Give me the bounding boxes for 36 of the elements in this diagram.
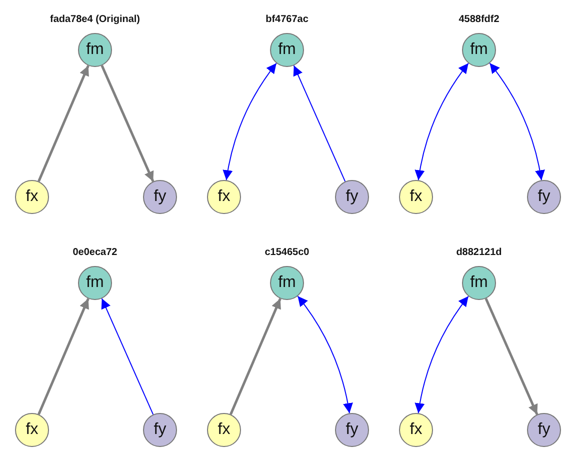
panel-title: fada78e4 (Original) [48, 14, 142, 25]
node-circle: fm [462, 33, 496, 67]
panel-title: 0e0eca72 [72, 247, 118, 258]
node-circle: fy [335, 413, 369, 447]
node-circle: fm [462, 266, 496, 300]
arrow [293, 65, 346, 182]
node-circle: fm [270, 33, 304, 67]
node-circle: fx [15, 413, 49, 447]
arrow [100, 65, 154, 182]
node-circle: fx [15, 180, 49, 214]
arrow [489, 62, 545, 181]
node-circle: fx [207, 413, 241, 447]
arrow [230, 298, 282, 415]
panel-title: bf4767ac [264, 14, 310, 25]
node-circle: fy [143, 180, 177, 214]
arrow [414, 296, 469, 414]
node-circle: fx [399, 413, 433, 447]
arrow [38, 298, 90, 415]
node-circle: fx [207, 180, 241, 214]
arrow [101, 298, 154, 415]
node-circle: fy [335, 180, 369, 214]
arrow [297, 296, 353, 414]
panel-title: 4588fdf2 [458, 14, 500, 25]
node-circle: fx [399, 180, 433, 214]
node-circle: fm [78, 266, 112, 300]
node-circle: fm [78, 33, 112, 67]
arrow [222, 62, 277, 181]
arrow [38, 65, 90, 182]
node-circle: fy [527, 180, 561, 214]
node-circle: fy [143, 413, 177, 447]
arrow [414, 62, 469, 181]
panel-title: c15465c0 [264, 247, 310, 258]
node-circle: fy [527, 413, 561, 447]
node-circle: fm [270, 266, 304, 300]
arrow [484, 298, 538, 415]
panel-title: d882121d [455, 247, 503, 258]
